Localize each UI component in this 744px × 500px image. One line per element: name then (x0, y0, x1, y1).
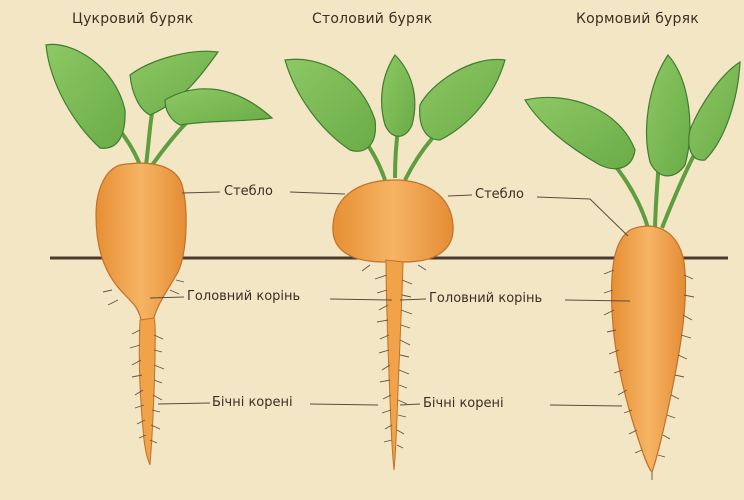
fodder-beet-leaf-center (647, 55, 690, 176)
leader-lateral-sugar (158, 403, 210, 404)
leader-mainroot-table-right (400, 299, 426, 300)
table-beet-root (333, 180, 453, 262)
table-beet-leaf-left (285, 59, 375, 151)
label-lateral-roots-right: Бічні корені (423, 397, 504, 411)
title-table-beet: Столовий буряк (312, 11, 432, 27)
leader-stem-table-left (290, 192, 345, 194)
fodder-beet-leaf-right (689, 62, 740, 160)
leader-stem-fodder (537, 197, 628, 236)
fodder-beet-plant (525, 55, 740, 480)
label-stem-right: Стебло (475, 188, 524, 202)
leader-stem-table-right (448, 195, 472, 196)
leader-lateral-table-left (310, 404, 378, 405)
label-lateral-roots-left: Бічні корені (212, 396, 293, 410)
leader-stem-sugar (182, 192, 220, 193)
sugar-beet-taproot (139, 318, 155, 465)
sugar-beet-leaf-left (46, 44, 125, 148)
sugar-beet-root (96, 163, 186, 325)
table-beet-leaf-center (382, 55, 415, 136)
title-sugar-beet: Цукровий буряк (72, 11, 193, 27)
fodder-beet-root (612, 226, 686, 472)
label-main-root-right: Головний корінь (429, 292, 542, 306)
table-beet-taproot (386, 260, 403, 470)
leader-lateral-table-right (400, 404, 420, 405)
sugar-beet-leaf-right (165, 89, 272, 125)
leader-mainroot-table-left (330, 299, 392, 300)
label-main-root-left: Головний корінь (187, 290, 300, 304)
title-fodder-beet: Кормовий буряк (576, 11, 699, 27)
leader-lateral-fodder (550, 405, 622, 406)
label-stem-left: Стебло (224, 185, 273, 199)
fodder-beet-leaf-left (525, 97, 635, 168)
table-beet-leaf-right (420, 59, 505, 140)
